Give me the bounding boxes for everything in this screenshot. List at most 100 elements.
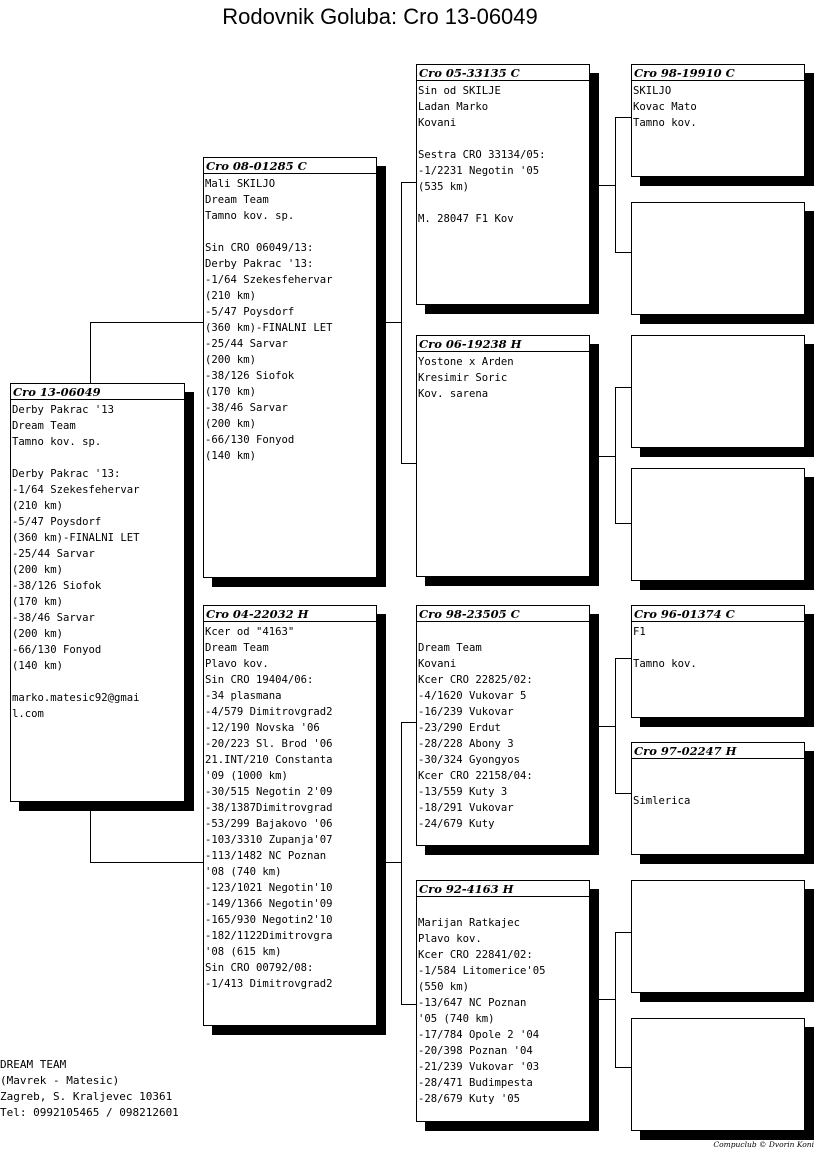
detail-line: -25/44 Sarvar: [12, 548, 95, 560]
detail-line: Kov. sarena: [418, 388, 489, 400]
detail-line: Derby Pakrac '13:: [205, 258, 314, 270]
detail-line: [12, 674, 184, 690]
detail-line: -38/1387Dimitrovgrad: [205, 802, 333, 814]
detail-line: -34 plasmana: [205, 690, 282, 702]
detail-line: Dream Team: [205, 194, 269, 206]
connector-line: [90, 810, 91, 863]
breeder-name: DREAM TEAM: [0, 1058, 67, 1071]
header-divider: [417, 80, 589, 81]
detail-line: Sin CRO 06049/13:: [205, 242, 314, 254]
detail-line: -28/471 Budimpesta: [418, 1077, 533, 1089]
detail-line: -20/223 Sl. Brod '06: [205, 738, 333, 750]
detail-line: [633, 777, 804, 793]
detail-line: SKILJO: [633, 85, 672, 97]
detail-line: (170 km): [205, 386, 257, 398]
detail-line: Kcer CRO 22825/02:: [418, 674, 533, 686]
detail-line: Yostone x Arden: [418, 356, 514, 368]
detail-line: Kresimir Soric: [418, 372, 508, 384]
connector-line: [376, 322, 402, 323]
detail-line: [12, 450, 184, 466]
detail-line: M. 28047 F1 Kov: [418, 213, 514, 225]
detail-line: (140 km): [12, 660, 64, 672]
connector-line: [401, 463, 417, 464]
detail-line: Kcer od "4163": [205, 626, 295, 638]
connector-line: [598, 185, 616, 186]
detail-line: '05 (740 km): [418, 1013, 495, 1025]
detail-line: -12/190 Novska '06: [205, 722, 320, 734]
detail-line: Kovani: [418, 658, 457, 670]
header-divider: [204, 173, 376, 174]
detail-line: -25/44 Sarvar: [205, 338, 288, 350]
header-divider: [417, 351, 589, 352]
detail-line: (170 km): [12, 596, 64, 608]
detail-line: Tamno kov.: [633, 658, 697, 670]
detail-line: marko.matesic92@gmai: [12, 692, 140, 704]
connector-line: [598, 726, 616, 727]
pigeon-card-ss-dam: [631, 202, 805, 315]
detail-line: '08 (740 km): [205, 866, 282, 878]
detail-line: Marijan Ratkajec: [418, 917, 521, 929]
header-divider: [632, 80, 804, 81]
detail-line: -28/228 Abony 3: [418, 738, 514, 750]
detail-line: -149/1366 Negotin'09: [205, 898, 333, 910]
connector-line: [401, 182, 417, 183]
detail-line: -5/47 Poysdorf: [205, 306, 295, 318]
connector-line: [401, 1004, 417, 1005]
detail-line: Dream Team: [12, 420, 76, 432]
detail-line: Tamno kov. sp.: [205, 210, 295, 222]
detail-line: -1/413 Dimitrovgrad2: [205, 978, 333, 990]
detail-line: -13/559 Kuty 3: [418, 786, 508, 798]
detail-line: (200 km): [205, 418, 257, 430]
detail-line: -38/46 Sarvar: [12, 612, 95, 624]
ring-number: Cro 08-01285 C: [206, 159, 307, 173]
connector-line: [401, 722, 402, 1005]
detail-line: -30/515 Negotin 2'09: [205, 786, 333, 798]
detail-line: l.com: [12, 708, 44, 720]
connector-line: [401, 722, 417, 723]
detail-line: Derby Pakrac '13: [12, 404, 115, 416]
detail-line: '09 (1000 km): [205, 770, 288, 782]
detail-line: -113/1482 NC Poznan: [205, 850, 327, 862]
connector-line: [90, 322, 91, 384]
detail-line: -103/3310 Zupanja'07: [205, 834, 333, 846]
detail-line: Sin CRO 19404/06:: [205, 674, 314, 686]
detail-line: Dream Team: [418, 642, 482, 654]
header-divider: [417, 896, 589, 897]
connector-line: [401, 182, 402, 464]
detail-line: -28/679 Kuty '05: [418, 1093, 521, 1105]
detail-line: Kovac Mato: [633, 101, 697, 113]
detail-line: Derby Pakrac '13:: [12, 468, 121, 480]
detail-line: -66/130 Fonyod: [205, 434, 295, 446]
detail-line: [418, 899, 589, 915]
detail-line: -20/398 Poznan '04: [418, 1045, 533, 1057]
pigeon-card-sd-dam: [631, 468, 805, 581]
detail-line: [418, 131, 589, 147]
detail-line: Simlerica: [633, 795, 691, 807]
detail-line: Kcer CRO 22841/02:: [418, 949, 533, 961]
detail-line: -1/64 Szekesfehervar: [205, 274, 333, 286]
detail-line: (200 km): [12, 564, 64, 576]
detail-line: '08 (615 km): [205, 946, 282, 958]
ring-number: Cro 05-33135 C: [419, 66, 520, 80]
ring-number: Cro 13-06049: [13, 385, 101, 399]
detail-line: 21.INT/210 Constanta: [205, 754, 333, 766]
detail-line: [418, 195, 589, 211]
connector-line: [90, 322, 204, 323]
header-divider: [632, 758, 804, 759]
detail-line: -123/1021 Negotin'10: [205, 882, 333, 894]
header-divider: [204, 621, 376, 622]
detail-line: [633, 761, 804, 777]
detail-line: Kovani: [418, 117, 457, 129]
ring-number: Cro 96-01374 C: [634, 607, 735, 621]
breeder-info: DREAM TEAM (Mavrek - Matesic) Zagreb, S.…: [0, 1057, 179, 1121]
